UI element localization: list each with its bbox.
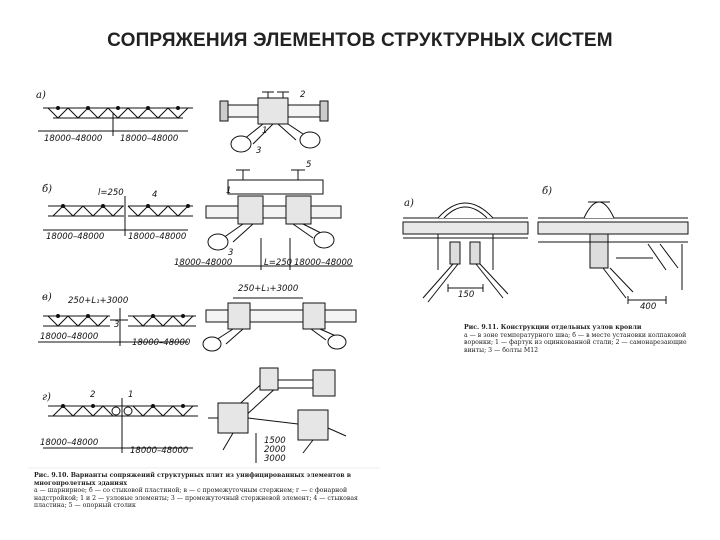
right-panel-a-letter: а) <box>404 198 414 209</box>
panel-v-letter: в) <box>42 292 52 303</box>
panel-g-span-right: 18000–48000 <box>130 446 189 456</box>
joint-g <box>208 367 347 463</box>
right-figure-caption-title: Рис. 9.11. Конструкции отдельных узлов к… <box>464 324 642 331</box>
joint-b <box>178 169 353 270</box>
panel-b-callout-1: 1 <box>226 186 232 196</box>
panel-a-span-left: 18000–48000 <box>44 134 103 144</box>
right-figure-caption-body: а — в зоне температурного шва; б — в мес… <box>464 331 687 354</box>
panel-g-callout-2: 2 <box>90 390 96 400</box>
roof-node-a <box>402 202 529 303</box>
panel-g-height-1: 1500 <box>264 436 286 446</box>
panel-a-callout-1: 1 <box>262 126 268 136</box>
panel-b-hinge: l=250 <box>98 188 124 198</box>
panel-b-callout-3: 3 <box>228 248 234 258</box>
left-figure-caption-body: а — шарнирное; б — со стыковой пластиной… <box>34 487 358 510</box>
right-panel-b-dim: 400 <box>640 302 657 312</box>
panel-g-height-2: 2000 <box>264 445 286 455</box>
right-figure-caption: Рис. 9.11. Конструкции отдельных узлов к… <box>464 324 694 354</box>
panel-b-callout-4: 4 <box>152 190 158 200</box>
panel-v-span-left: 18000–48000 <box>40 332 99 342</box>
panel-g-height-3: 3000 <box>264 454 286 464</box>
panel-v-offset-detail: 250+L₁+3000 <box>238 284 299 294</box>
panel-b-detail-span-right: 18000–48000 <box>294 258 353 268</box>
panel-b-letter: б) <box>42 184 53 195</box>
right-figure-drawing <box>402 201 689 304</box>
panel-a-callout-3: 3 <box>256 146 262 156</box>
panel-v-span-right: 18000–48000 <box>132 338 191 348</box>
truss-v <box>38 308 196 346</box>
right-figure-scan: а) б) 150 400 Рис. 9.11. Конструкции отд… <box>398 180 698 365</box>
right-panel-b-letter: б) <box>542 186 553 197</box>
panel-g-span-left: 18000–48000 <box>40 438 99 448</box>
joint-a <box>219 91 329 153</box>
joint-v <box>202 297 357 352</box>
truss-b <box>43 196 193 236</box>
panel-b-detail-span-mid: L=250 <box>264 258 293 268</box>
roof-node-b <box>537 201 689 304</box>
panel-g-letter: г) <box>42 392 51 403</box>
slide-title: СОПРЯЖЕНИЯ ЭЛЕМЕНТОВ СТРУКТУРНЫХ СИСТЕМ <box>107 30 613 51</box>
truss-a <box>38 107 193 136</box>
panel-b-span-right: 18000–48000 <box>128 232 187 242</box>
left-figure-caption: Рис. 9.10. Варианты сопряжений структурн… <box>34 472 374 510</box>
panel-a-letter: а) <box>36 90 46 101</box>
panel-b-callout-5: 5 <box>306 160 312 170</box>
panel-b-detail-span-left: 18000–48000 <box>174 258 233 268</box>
panel-b-span-left: 18000–48000 <box>46 232 105 242</box>
panel-v-offset: 250+L₁+3000 <box>68 296 129 306</box>
panel-v-callout-3: 3 <box>114 320 120 330</box>
left-figure-caption-title: Рис. 9.10. Варианты сопряжений структурн… <box>34 472 352 487</box>
left-figure-scan: а) 18000–48000 18000–48000 2 1 3 б) l=25… <box>28 88 380 528</box>
left-figure-drawing <box>28 91 380 469</box>
panel-a-span-right: 18000–48000 <box>120 134 179 144</box>
panel-a-callout-2: 2 <box>300 90 306 100</box>
right-panel-a-dim: 150 <box>458 290 475 300</box>
truss-nodes <box>56 106 190 408</box>
truss-g <box>43 398 198 453</box>
panel-g-callout-1: 1 <box>128 390 134 400</box>
